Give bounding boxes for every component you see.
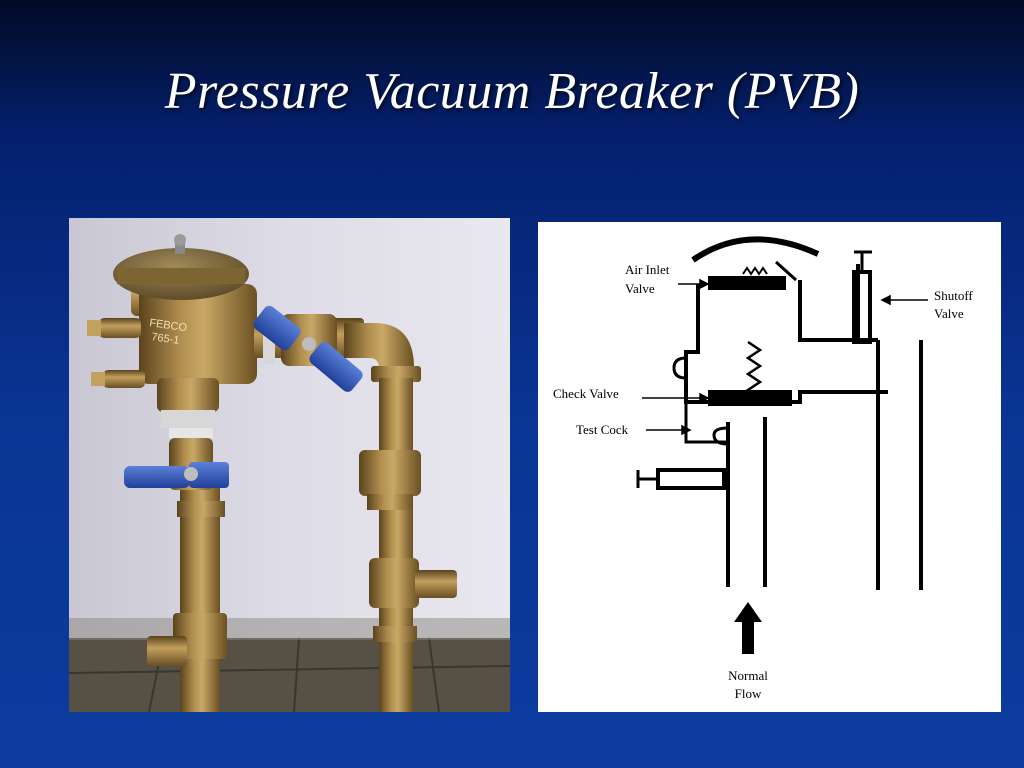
label-check-valve: Check Valve — [553, 386, 619, 401]
slide-title: Pressure Vacuum Breaker (PVB) — [164, 63, 860, 120]
casting-brand: FEBCO — [149, 317, 189, 334]
label-normal-flow-line2: Flow — [735, 686, 762, 701]
check-valve-disc — [708, 390, 792, 406]
label-test-cock: Test Cock — [576, 422, 629, 437]
check-valve-spring — [745, 340, 763, 398]
label-shutoff-valve-line1: Shutoff — [934, 288, 973, 303]
casting-model: 765-1 — [151, 331, 181, 347]
air-inlet-valve-disc — [708, 276, 786, 290]
lower-valve-handle — [124, 466, 190, 488]
flow-arrow — [734, 602, 762, 654]
pvb-schematic: Air Inlet Valve Shutoff Valve Check Valv… — [538, 222, 1001, 712]
pvb-photo: FEBCO 765-1 — [69, 218, 510, 712]
label-normal-flow-line1: Normal — [728, 668, 768, 683]
canopy — [691, 236, 820, 263]
label-shutoff-valve-line2: Valve — [934, 306, 964, 321]
inlet-shutoff-valve — [656, 468, 726, 490]
label-air-inlet-valve-line1: Air Inlet — [625, 262, 670, 277]
label-air-inlet-valve-line2: Valve — [625, 281, 655, 296]
upper-valve-handle — [253, 305, 301, 351]
